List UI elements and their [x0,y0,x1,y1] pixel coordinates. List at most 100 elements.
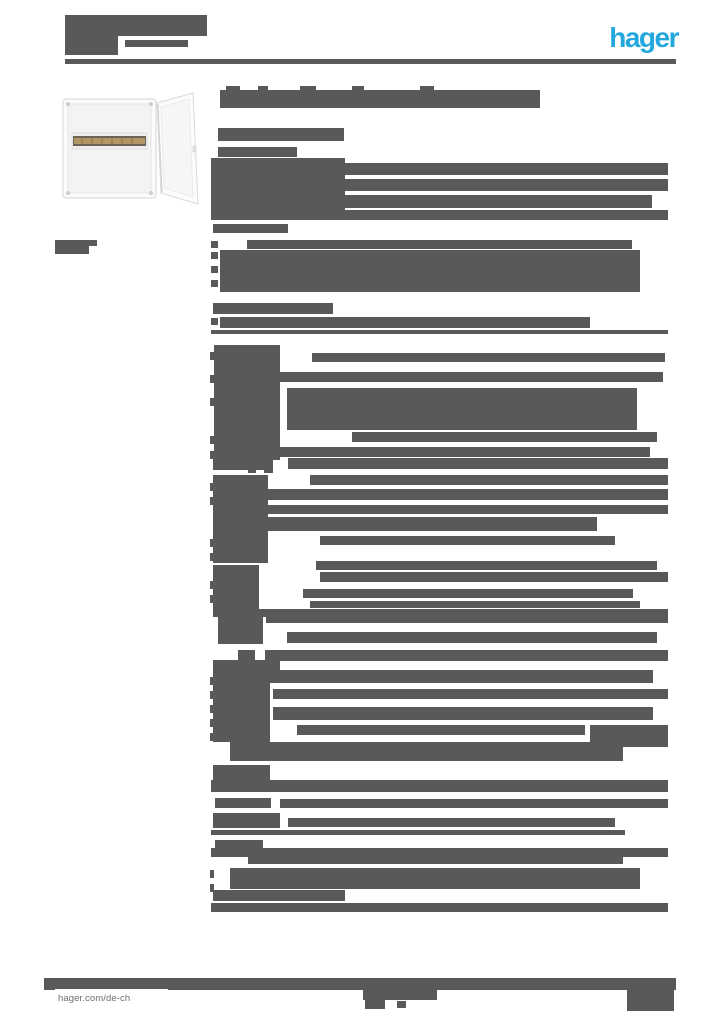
redacted-text-block [316,561,657,570]
redacted-text-block [210,483,214,491]
redacted-text-block [210,581,214,589]
redacted-text-block [248,466,256,473]
redacted-text-block [345,179,668,191]
redacted-text-block [627,978,674,1011]
redacted-text-block [211,330,668,334]
redacted-text-block [215,840,263,849]
redacted-text-block [65,36,118,55]
redacted-text-block [213,458,273,470]
redacted-text-block [210,398,214,406]
corner-screws [66,102,153,195]
redacted-text-block [213,224,288,233]
redacted-text-block [345,163,668,175]
redacted-text-block [320,536,615,545]
redacted-text-block [222,517,597,531]
redacted-text-block [215,798,271,808]
din-rail [71,132,148,150]
redacted-text-block [226,86,240,91]
redacted-text-block [268,505,668,514]
redacted-text-block [230,742,623,761]
redacted-text-block [287,632,657,643]
redacted-text-block [273,689,668,699]
redacted-text-block [210,719,214,727]
redacted-text-block [320,572,668,582]
redacted-text-block [272,447,650,457]
redacted-text-block [210,870,214,878]
redacted-text-block [125,40,188,47]
redacted-text-block [211,903,668,912]
redacted-text-block [210,705,214,713]
redacted-text-block [297,725,585,735]
redacted-text-block [214,345,280,460]
redacted-text-block [230,868,640,889]
redacted-text-block [210,677,214,685]
redacted-text-block [210,691,214,699]
redacted-text-block [213,813,280,828]
redacted-text-block [352,432,657,442]
redacted-text-block [44,978,676,990]
redacted-text-block [210,595,214,603]
redacted-text-block [210,352,214,360]
redacted-text-block [397,1001,406,1008]
redacted-text-block [211,210,668,220]
redacted-text-block [213,489,668,500]
redacted-text-block [238,650,255,660]
redacted-text-block [65,59,676,64]
redacted-text-block [211,266,218,273]
redacted-text-block [210,733,214,741]
redacted-text-block [211,241,218,248]
redacted-text-block [288,818,615,827]
redacted-text-block [210,497,214,505]
redacted-text-block [590,725,668,747]
hager-logo: hager [609,22,679,53]
redacted-text-block [210,553,214,561]
redacted-text-block [312,353,665,362]
redacted-text-block [220,250,640,292]
redacted-text-block [264,466,273,473]
redacted-text-block [211,830,625,835]
redacted-text-block [280,372,663,382]
redacted-text-block [352,86,364,91]
redacted-text-block [213,670,270,742]
redacted-text-block [218,128,344,141]
redacted-text-block [266,612,668,623]
redacted-text-block [265,893,345,901]
redacted-text-block [220,90,540,108]
redacted-text-block [420,86,434,91]
footer-website-label: hager.com/de-ch [55,989,168,1016]
redacted-text-block [365,1000,385,1009]
redacted-text-block [310,475,668,485]
redacted-text-block [310,601,640,608]
redacted-text-block [211,780,668,792]
redacted-text-block [65,15,207,36]
redacted-text-block [265,650,668,661]
redacted-text-block [213,565,259,613]
redacted-text-block [55,240,89,254]
redacted-text-block [220,317,590,328]
redacted-text-block [273,707,653,720]
redacted-text-block [210,884,214,892]
redacted-text-block [303,589,633,598]
redacted-text-block [211,318,218,325]
redacted-text-block [258,86,268,91]
redacted-text-block [218,147,297,157]
redacted-text-block [211,158,345,210]
redacted-text-block [210,539,214,547]
redacted-text-block [211,252,218,259]
redacted-text-block [300,86,316,91]
redacted-text-block [211,280,218,287]
redacted-text-block [210,375,214,383]
redacted-text-block [211,848,668,857]
redacted-text-block [247,240,632,249]
redacted-text-block [218,610,263,644]
redacted-text-block [270,670,653,683]
redacted-text-block [213,660,280,670]
redacted-text-block [287,388,637,430]
redacted-text-block [210,436,214,444]
redacted-text-block [210,451,214,459]
enclosure-illustration [62,92,199,205]
redacted-text-block [248,857,623,864]
door-handle [192,145,197,153]
redacted-text-block [345,195,652,208]
